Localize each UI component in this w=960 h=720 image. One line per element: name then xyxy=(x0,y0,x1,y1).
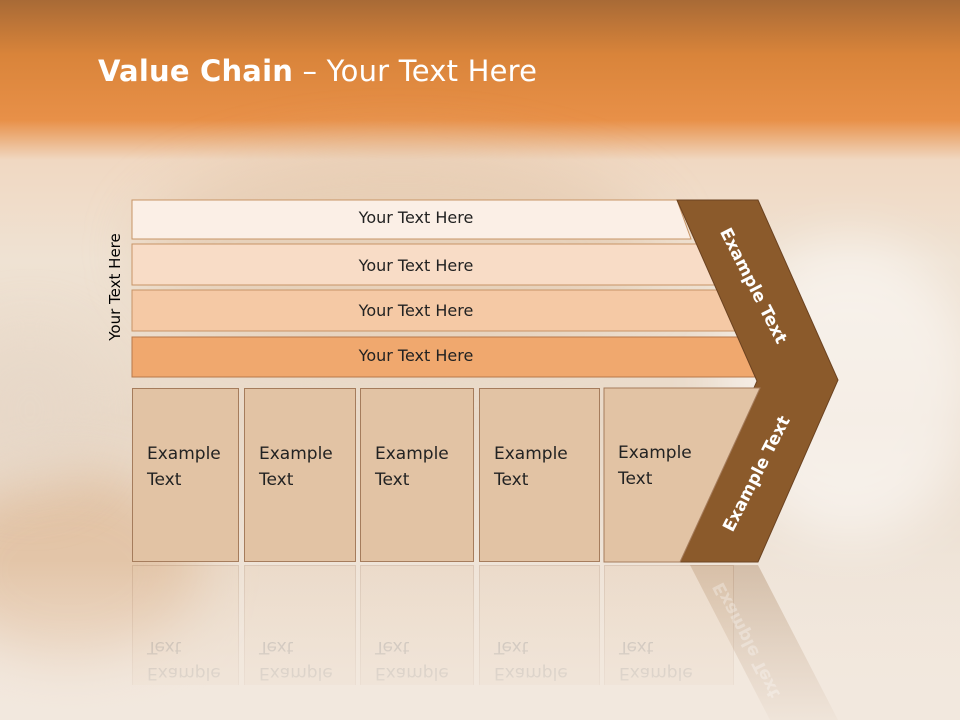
bar-shape-1 xyxy=(131,199,692,240)
reflection-fade xyxy=(0,560,960,720)
bar-label-3: Your Text Here xyxy=(358,301,474,320)
bar-label-1: Your Text Here xyxy=(358,208,474,227)
activity-box-label: Example Text xyxy=(494,444,568,490)
title-bold: Value Chain xyxy=(98,54,294,88)
activity-box-4: Example Text xyxy=(479,388,600,562)
activity-box-5: Example Text xyxy=(604,388,724,562)
bar-label-2: Your Text Here xyxy=(358,256,474,275)
activity-box-label: Example Text xyxy=(147,444,221,490)
activity-box-2: Example Text xyxy=(244,388,356,562)
activity-box-1: Example Text xyxy=(132,388,239,562)
title-rest: – Your Text Here xyxy=(293,54,538,88)
activity-box-label: Example Text xyxy=(375,444,449,490)
slide-title: Value Chain – Your Text Here xyxy=(98,54,537,88)
activity-box-label: Example Text xyxy=(259,444,333,490)
activity-box-label: Example Text xyxy=(618,443,692,489)
bar-label-4: Your Text Here xyxy=(358,346,474,365)
activity-box-3: Example Text xyxy=(360,388,474,562)
